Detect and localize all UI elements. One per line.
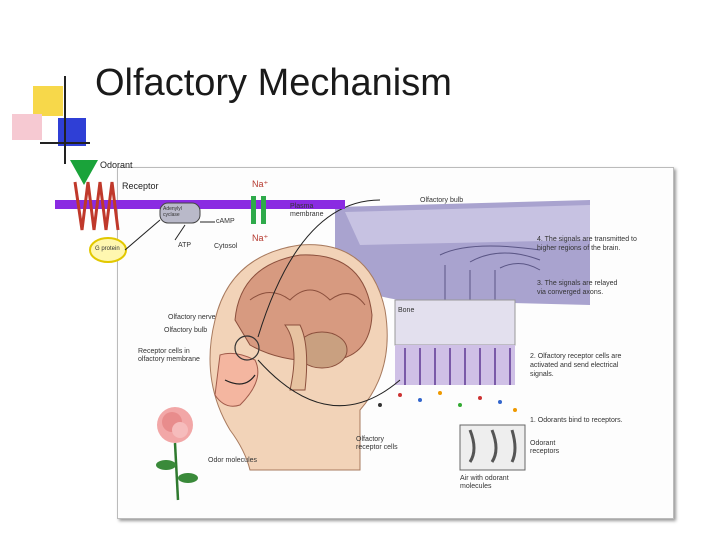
plasma-membrane-band — [55, 200, 345, 209]
label-na-out: Na⁺ — [252, 179, 269, 189]
receptor-cell-layer — [395, 345, 515, 385]
accent-vertical-line — [64, 76, 66, 164]
label-air-odorant: Air with odorant molecules — [460, 475, 509, 491]
label-receptor-cells-membrane: Receptor cells in olfactory membrane — [138, 348, 200, 364]
accent-yellow-square — [33, 86, 63, 116]
receptor-protein — [73, 181, 120, 231]
g-protein-shape — [89, 237, 127, 263]
airflow-arrow — [224, 374, 256, 385]
label-cytosol: Cytosol — [214, 243, 238, 250]
connector-curve-bottom — [257, 359, 401, 407]
adenylyl-cyclase-shape — [159, 202, 201, 224]
label-olfactory-receptor-cells: Olfactory receptor cells — [356, 436, 398, 452]
accent-blue-square — [58, 118, 86, 146]
accent-pink-square — [12, 114, 42, 140]
page-title: Olfactory Mechanism — [95, 62, 452, 104]
label-na-in: Na⁺ — [252, 233, 269, 243]
gprotein-link — [124, 219, 161, 251]
label-atp: ATP — [178, 242, 192, 249]
label-olfactory-nerve: Olfactory nerve — [168, 314, 216, 321]
brain-folds — [249, 289, 366, 306]
connector-curve-top — [257, 199, 381, 338]
accent-horizontal-line — [40, 142, 90, 144]
label-plasma-membrane: Plasma membrane — [290, 203, 324, 219]
label-olfactory-bulb-top: Olfactory bulb — [420, 197, 464, 204]
na-channel-left — [251, 196, 256, 224]
label-odorant-receptors: Odorant receptors — [530, 440, 560, 456]
brainstem — [284, 324, 308, 391]
step-3-text: 3. The signals are relayed via converged… — [537, 280, 618, 296]
odor-molecule-dots — [378, 391, 517, 412]
magnifier-circle — [234, 335, 260, 361]
label-receptor: Receptor — [122, 181, 159, 191]
bulb-gradient-overlay — [345, 205, 590, 245]
label-adenylyl-cyclase: Adenylyl cyclase — [163, 206, 182, 218]
atp-arrow — [174, 224, 186, 241]
step-4-text: 4. The signals are transmitted to higher… — [537, 236, 637, 252]
odorant-triangle — [70, 160, 98, 185]
rose-flower — [156, 407, 198, 501]
label-odor-molecules: Odor molecules — [208, 457, 258, 464]
label-bone: Bone — [398, 307, 415, 314]
na-channel-right — [261, 196, 266, 224]
step-2-text: 2. Olfactory receptor cells are activate… — [530, 353, 622, 378]
label-olfactory-bulb: Olfactory bulb — [164, 327, 208, 334]
step-1-text: 1. Odorants bind to receptors. — [530, 417, 623, 424]
label-odorant: Odorant — [100, 160, 133, 170]
label-camp: cAMP — [216, 218, 235, 225]
label-g-protein: G protein — [95, 246, 120, 252]
